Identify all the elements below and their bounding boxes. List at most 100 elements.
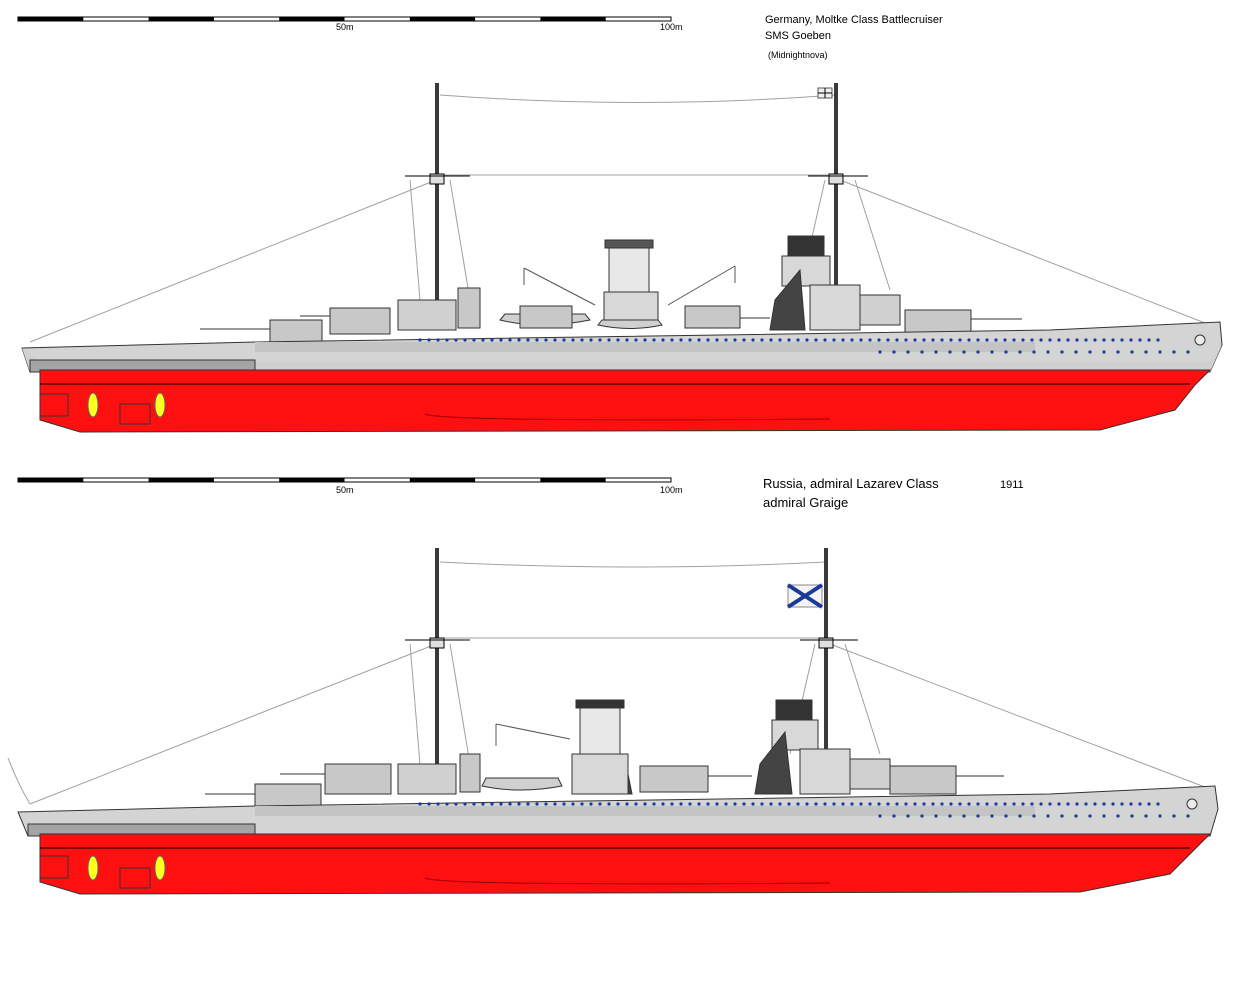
porthole bbox=[859, 338, 863, 342]
porthole bbox=[976, 802, 980, 806]
porthole bbox=[751, 338, 755, 342]
turrets bbox=[200, 305, 1022, 343]
porthole bbox=[580, 338, 584, 342]
porthole bbox=[778, 338, 782, 342]
porthole bbox=[904, 802, 908, 806]
porthole bbox=[553, 802, 557, 806]
porthole bbox=[733, 338, 737, 342]
scale-segment bbox=[148, 17, 214, 21]
porthole bbox=[535, 802, 539, 806]
porthole bbox=[878, 814, 882, 818]
porthole bbox=[607, 802, 611, 806]
porthole bbox=[976, 814, 980, 818]
porthole bbox=[1048, 338, 1052, 342]
porthole bbox=[526, 802, 530, 806]
porthole bbox=[796, 338, 800, 342]
anchor-icon bbox=[1194, 334, 1206, 346]
scale-segment bbox=[540, 17, 606, 21]
porthole bbox=[814, 338, 818, 342]
porthole bbox=[598, 802, 602, 806]
porthole bbox=[1156, 338, 1160, 342]
porthole bbox=[841, 802, 845, 806]
drawing-credit: (Midnightnova) bbox=[768, 50, 828, 60]
porthole bbox=[1088, 814, 1092, 818]
porthole bbox=[913, 802, 917, 806]
porthole bbox=[652, 802, 656, 806]
porthole bbox=[463, 338, 467, 342]
scale-bar: 50m 100m bbox=[17, 477, 683, 495]
porthole bbox=[994, 802, 998, 806]
hull bbox=[21, 321, 1223, 433]
porthole bbox=[823, 338, 827, 342]
scale-segment bbox=[18, 17, 84, 21]
porthole bbox=[499, 802, 503, 806]
porthole bbox=[1093, 802, 1097, 806]
porthole bbox=[1084, 338, 1088, 342]
porthole bbox=[906, 350, 910, 354]
porthole bbox=[463, 802, 467, 806]
porthole bbox=[967, 338, 971, 342]
turrets bbox=[205, 763, 1004, 809]
porthole bbox=[589, 338, 593, 342]
porthole bbox=[949, 338, 953, 342]
porthole bbox=[1120, 338, 1124, 342]
porthole bbox=[1158, 814, 1162, 818]
porthole bbox=[1004, 350, 1008, 354]
porthole bbox=[1138, 802, 1142, 806]
porthole bbox=[544, 802, 548, 806]
portholes bbox=[418, 802, 1160, 806]
porthole bbox=[1172, 814, 1176, 818]
porthole bbox=[697, 802, 701, 806]
porthole bbox=[949, 802, 953, 806]
porthole bbox=[940, 802, 944, 806]
porthole bbox=[436, 338, 440, 342]
porthole bbox=[517, 802, 521, 806]
porthole bbox=[643, 338, 647, 342]
porthole bbox=[688, 802, 692, 806]
porthole bbox=[454, 338, 458, 342]
ship-class-title: Germany, Moltke Class Battlecruiser bbox=[765, 14, 943, 26]
porthole bbox=[661, 802, 665, 806]
porthole bbox=[427, 338, 431, 342]
porthole bbox=[418, 338, 422, 342]
porthole bbox=[805, 802, 809, 806]
porthole bbox=[1012, 802, 1016, 806]
porthole bbox=[1156, 802, 1160, 806]
porthole bbox=[589, 802, 593, 806]
anchor-icon bbox=[1186, 798, 1198, 810]
scale-label-50m: 50m bbox=[336, 485, 354, 495]
porthole bbox=[562, 802, 566, 806]
porthole bbox=[634, 802, 638, 806]
porthole bbox=[1186, 350, 1190, 354]
porthole bbox=[1048, 802, 1052, 806]
porthole bbox=[1046, 350, 1050, 354]
porthole bbox=[892, 814, 896, 818]
porthole bbox=[886, 338, 890, 342]
porthole bbox=[850, 338, 854, 342]
porthole bbox=[1003, 338, 1007, 342]
porthole bbox=[1130, 814, 1134, 818]
porthole bbox=[1138, 338, 1142, 342]
porthole bbox=[625, 338, 629, 342]
porthole bbox=[1093, 338, 1097, 342]
porthole bbox=[688, 338, 692, 342]
porthole bbox=[922, 802, 926, 806]
porthole bbox=[1120, 802, 1124, 806]
porthole bbox=[1144, 350, 1148, 354]
scale-segment bbox=[279, 17, 345, 21]
porthole bbox=[895, 802, 899, 806]
porthole bbox=[1012, 338, 1016, 342]
porthole bbox=[436, 802, 440, 806]
porthole bbox=[877, 802, 881, 806]
porthole bbox=[706, 802, 710, 806]
porthole bbox=[724, 802, 728, 806]
porthole bbox=[1003, 802, 1007, 806]
ship-panel-goeben: 50m 100m Germany, Moltke Class Battlecru… bbox=[0, 0, 1250, 460]
porthole bbox=[1102, 350, 1106, 354]
porthole bbox=[1102, 814, 1106, 818]
ship-drawing-goeben: 50m 100m Germany, Moltke Class Battlecru… bbox=[17, 14, 1223, 433]
porthole bbox=[1088, 350, 1092, 354]
porthole bbox=[634, 338, 638, 342]
porthole bbox=[472, 802, 476, 806]
porthole bbox=[706, 338, 710, 342]
